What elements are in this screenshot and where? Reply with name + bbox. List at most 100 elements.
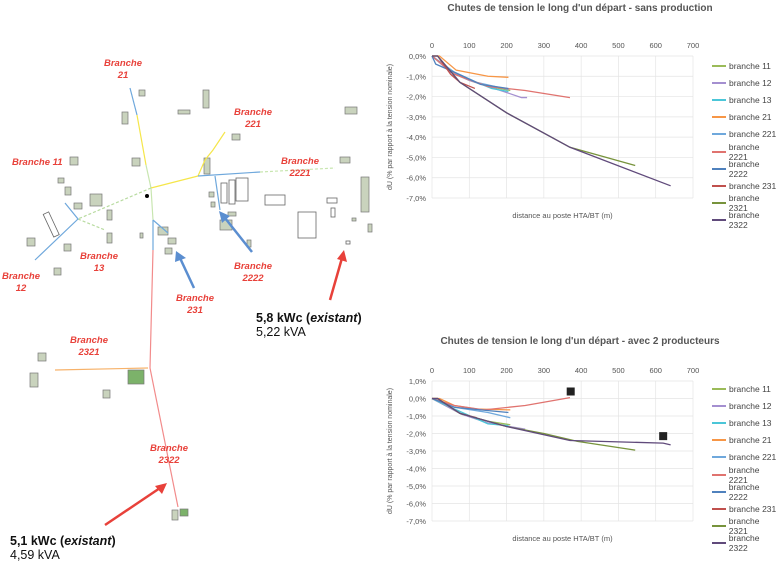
legend-label: branche 2322 (728, 210, 760, 231)
x-tick-label: 400 (575, 366, 588, 375)
x-axis-label: distance au poste HTA/BT (m) (512, 534, 613, 543)
y-tick-label: -3,0% (406, 447, 426, 456)
chart-1-title: Chutes de tension le long d'un départ - … (447, 3, 713, 14)
legend-entry: branche 11 (712, 380, 780, 397)
y-tick-label: -7,0% (406, 517, 426, 526)
legend-swatch (712, 439, 726, 442)
branch-label-11: Branche 11 (12, 157, 63, 168)
y-tick-label: -3,0% (406, 113, 426, 122)
legend-swatch (712, 184, 726, 187)
legend-label: branche 12 (729, 400, 772, 411)
legend-label: branche 2322 (728, 533, 760, 554)
producer-2-info: 5,1 kWc (existant) 4,59 kVA (10, 534, 116, 562)
y-tick-label: 0,0% (409, 395, 426, 404)
legend-swatch (712, 167, 726, 170)
producer-1-power-prefix: 5,8 kWc ( (256, 311, 311, 325)
legend-label: branche 13 (729, 417, 772, 428)
legend-swatch (712, 404, 726, 407)
x-tick-label: 100 (463, 41, 476, 50)
legend-swatch (712, 542, 726, 545)
x-tick-label: 200 (500, 41, 513, 50)
producer-1-apparent: 5,22 kVA (256, 325, 306, 339)
y-tick-label: -4,0% (406, 465, 426, 474)
y-axis-label: dU (% par rapport à la tension nominale) (387, 388, 394, 514)
substation-marker (145, 194, 149, 198)
legend-swatch (712, 202, 726, 205)
x-tick-label: 100 (463, 366, 476, 375)
branch-label-21: Branche 21 (104, 58, 143, 81)
network-map (26, 87, 373, 527)
legend-entry: branche 2221 (712, 141, 780, 162)
y-tick-label: -6,0% (406, 174, 426, 183)
legend-swatch (712, 116, 726, 119)
legend-entry: branche 231 (712, 177, 780, 194)
y-tick-label: -7,0% (406, 194, 426, 203)
y-tick-label: 0,0% (409, 52, 426, 61)
y-tick-label: -2,0% (406, 93, 426, 102)
producer-2-apparent: 4,59 kVA (10, 548, 60, 562)
y-tick-label: -6,0% (406, 500, 426, 509)
x-tick-label: 300 (538, 41, 551, 50)
legend-swatch (712, 64, 726, 67)
x-tick-label: 400 (575, 41, 588, 50)
legend-entry: branche 13 (712, 91, 780, 108)
legend-label: branche 2321 (728, 193, 760, 214)
producer-1-info: 5,8 kWc (existant) 5,22 kVA (256, 311, 362, 339)
legend-label: branche 2222 (728, 158, 760, 179)
x-tick-label: 0 (430, 41, 434, 50)
legend-label: branche 2221 (728, 141, 760, 162)
x-tick-label: 300 (538, 366, 551, 375)
legend-swatch (712, 473, 726, 476)
x-tick-label: 500 (612, 366, 625, 375)
legend-entry: branche 12 (712, 397, 780, 414)
x-tick-label: 600 (649, 366, 662, 375)
legend-entry: branche 2221 (712, 465, 780, 485)
legend-label: branche 2222 (728, 481, 760, 502)
x-tick-label: 0 (430, 366, 434, 375)
producer-2-power-italic: existant (64, 534, 112, 548)
legend-entry: branche 2322 (712, 533, 780, 554)
series-line-branche-2322 (432, 397, 671, 446)
branch-label-2221: Branche 2221 (281, 156, 320, 179)
x-tick-label: 700 (687, 366, 700, 375)
legend-entry: branche 2321 (712, 193, 780, 214)
x-tick-label: 200 (500, 366, 513, 375)
legend-swatch (712, 507, 726, 510)
x-tick-label: 500 (612, 41, 625, 50)
branch-label-12: Branche 12 (2, 271, 41, 294)
legend-entry: branche 12 (712, 74, 780, 91)
branch-label-2222: Branche 2222 (234, 261, 273, 284)
legend-entry: branche 2321 (712, 516, 780, 537)
y-tick-label: 1,0% (409, 377, 426, 386)
branch-label-2322: Branche 2322 (150, 443, 189, 466)
branch-label-2321: Branche 2321 (70, 335, 109, 358)
legend-label: branche 21 (729, 435, 772, 446)
legend-label: branche 231 (729, 180, 777, 191)
legend-entry: branche 231 (712, 500, 780, 517)
producer-2-power-suffix: ) (111, 534, 116, 548)
legend-label: branche 12 (729, 77, 772, 88)
legend-swatch (712, 387, 726, 390)
y-tick-label: -4,0% (406, 133, 426, 142)
y-tick-label: -5,0% (406, 153, 426, 162)
y-tick-label: -1,0% (406, 412, 426, 421)
legend-label: branche 2321 (728, 516, 760, 537)
legend-entry: branche 13 (712, 414, 780, 431)
producer-2-power-prefix: 5,1 kWc ( (10, 534, 65, 548)
chart-2-title: Chutes de tension le long d'un départ - … (440, 336, 720, 347)
legend-entry: branche 221 (712, 126, 780, 143)
producer-1-power-suffix: ) (357, 311, 362, 325)
legend-swatch (712, 219, 726, 222)
series-line-branche-2322 (432, 55, 671, 187)
buildings (26, 89, 373, 521)
chart-2-legend: branche 11 branche 12 branche 13 branche 21… (712, 380, 780, 554)
producer-marker (659, 432, 668, 441)
legend-swatch (712, 133, 726, 136)
branch-label-13: Branche 13 (80, 251, 119, 274)
arrows (104, 211, 347, 527)
legend-label: branche 13 (729, 94, 772, 105)
x-tick-label: 600 (649, 41, 662, 50)
feeder-lines (34, 87, 336, 508)
